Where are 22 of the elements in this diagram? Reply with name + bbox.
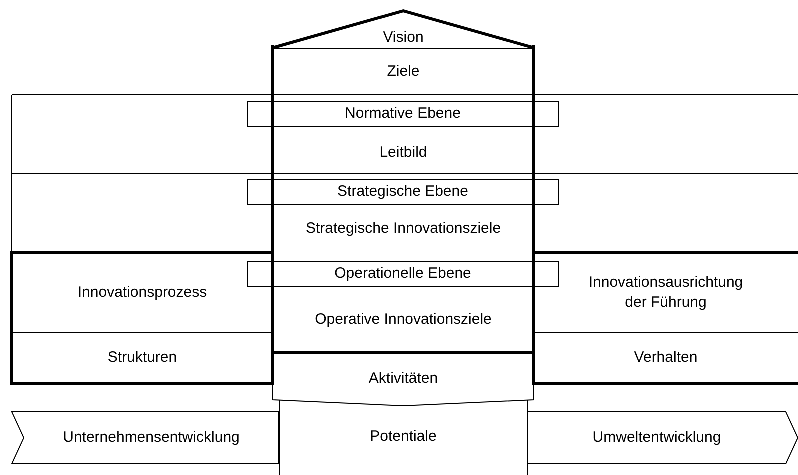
- section-label: Strategische Innovationsziele: [273, 205, 534, 253]
- shape-label: Unternehmensentwicklung: [63, 428, 240, 448]
- roof-shape: [273, 10, 534, 50]
- level-band: [247, 179, 559, 205]
- section-label: Ziele: [273, 49, 534, 95]
- column-shape: [279, 400, 528, 475]
- shape-label: Umweltentwicklung: [592, 428, 722, 448]
- section-label: Innovationsprozess: [12, 253, 273, 333]
- column-label: Potentiale: [370, 427, 437, 448]
- shape-label: Operationelle Ebene: [334, 264, 472, 284]
- section-label: Leitbild: [273, 127, 534, 179]
- level-band: [247, 261, 559, 287]
- level-band: [247, 101, 559, 127]
- section-label: Strukturen: [12, 333, 273, 384]
- section-label: Verhalten: [534, 333, 798, 384]
- shape-label: Vision: [383, 28, 424, 48]
- section-label: Innovationsausrichtung der Führung: [534, 253, 798, 333]
- section-label: Operative Innovationsziele: [273, 287, 534, 353]
- chevron-arrow: [528, 412, 798, 464]
- shape-label: Strategische Ebene: [338, 182, 468, 202]
- shape-label: Aktivitäten: [368, 369, 438, 390]
- shape-label: Normative Ebene: [345, 104, 461, 124]
